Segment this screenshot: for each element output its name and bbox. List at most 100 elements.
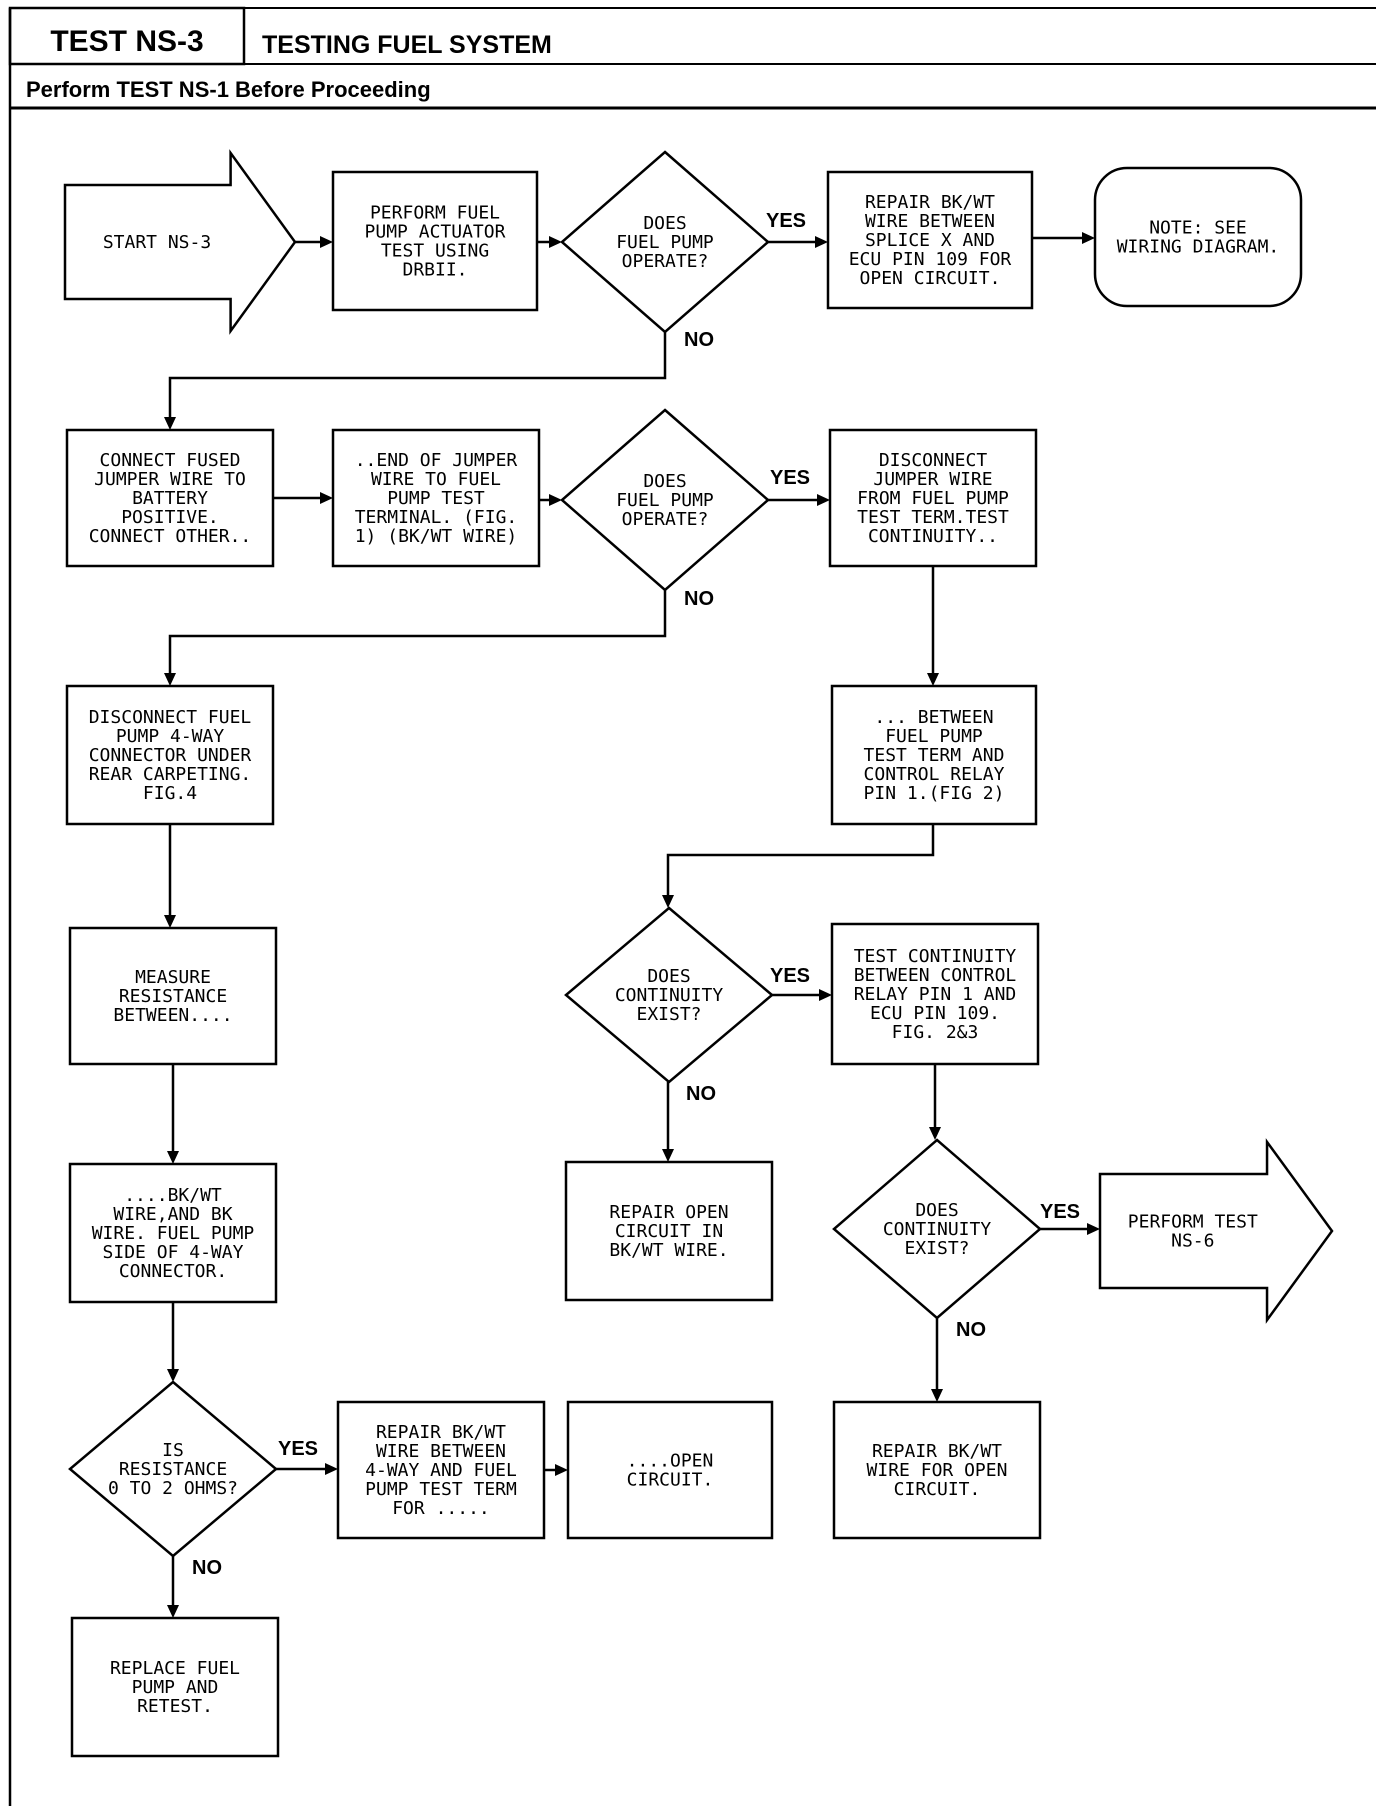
test-id: TEST NS-3 bbox=[50, 25, 203, 58]
connector-line bbox=[168, 590, 667, 675]
connector-arrowhead bbox=[164, 673, 176, 686]
connector-test-continuity-to-decision-continuity-2 bbox=[929, 1064, 941, 1140]
node-text-line: PIN 1.(FIG 2) bbox=[864, 783, 1005, 804]
node-text-line: BK/WT WIRE. bbox=[609, 1240, 728, 1261]
node-text-line: CONTINUITY bbox=[615, 985, 724, 1006]
node-text-line: FROM FUEL PUMP bbox=[857, 488, 1009, 509]
process-box bbox=[826, 170, 1034, 310]
node-text-line: BETWEEN CONTROL bbox=[854, 965, 1017, 986]
connector-arrowhead bbox=[927, 673, 939, 686]
node-text-line: REPAIR OPEN bbox=[609, 1202, 728, 1223]
connector-connect-fused-to-end-jumper bbox=[273, 492, 333, 504]
connector-arrowhead bbox=[819, 989, 832, 1001]
node-text-line: CONNECTOR. bbox=[119, 1261, 227, 1282]
process-box bbox=[828, 428, 1038, 568]
connector-arrowhead bbox=[320, 236, 333, 248]
process-box bbox=[68, 926, 278, 1066]
node-text-line: START NS-3 bbox=[103, 232, 211, 253]
node-text-line: EXIST? bbox=[636, 1004, 701, 1025]
decision-diamond bbox=[564, 906, 774, 1084]
connector-arrowhead bbox=[164, 417, 176, 430]
connector-start-to-actuator bbox=[295, 236, 333, 248]
process-box bbox=[331, 170, 539, 312]
connector-decision-resistance-no bbox=[167, 1556, 179, 1618]
node-text-line: PUMP 4-WAY bbox=[116, 726, 225, 747]
node-text-line: TEST USING bbox=[381, 241, 489, 262]
connector-end-jumper-to-decision-2 bbox=[539, 494, 562, 506]
node-text-line: OPERATE? bbox=[622, 251, 709, 272]
node-text-line: ....OPEN bbox=[627, 1451, 714, 1472]
yes-label-resistance: YES bbox=[278, 1438, 318, 1460]
connector-arrowhead bbox=[1082, 232, 1095, 244]
node-text-line: FIG.4 bbox=[143, 783, 197, 804]
node-start: START NS-3 bbox=[63, 149, 297, 335]
node-text-line: 1) (BK/WT WIRE) bbox=[355, 526, 518, 547]
node-text-line: DISCONNECT bbox=[879, 450, 988, 471]
node-text-line: CONNECT FUSED bbox=[100, 450, 241, 471]
node-text-line: CIRCUIT IN bbox=[615, 1221, 723, 1242]
process-box bbox=[832, 1400, 1042, 1540]
node-text-line: ECU PIN 109 FOR bbox=[849, 249, 1012, 270]
node-text-line: TEST TERM.TEST bbox=[857, 507, 1009, 528]
node-text-line: WIRE BETWEEN bbox=[865, 211, 995, 232]
connector-disconnect-connector-to-measure bbox=[164, 824, 176, 928]
process-box bbox=[70, 1616, 280, 1758]
node-text-line: CONTROL RELAY bbox=[864, 764, 1005, 785]
connector-decision-resistance-yes bbox=[276, 1463, 338, 1475]
node-text-line: WIRE TO FUEL bbox=[371, 469, 501, 490]
connector-arrowhead bbox=[549, 236, 562, 248]
node-text-line: FUEL PUMP bbox=[616, 232, 714, 253]
connector-arrowhead bbox=[167, 1369, 179, 1382]
node-text-line: WIRE. FUEL PUMP bbox=[92, 1223, 255, 1244]
node-text-line: REPAIR BK/WT bbox=[865, 192, 995, 213]
node-text-line: DISCONNECT FUEL bbox=[89, 707, 252, 728]
node-text-line: RESISTANCE bbox=[119, 986, 227, 1007]
node-text-line: DOES bbox=[643, 213, 686, 234]
no-label-pump-1: NO bbox=[684, 329, 714, 351]
node-text-line: REPLACE FUEL bbox=[110, 1658, 240, 1679]
node-text-line: WIRE BETWEEN bbox=[376, 1441, 506, 1462]
process-box bbox=[830, 922, 1040, 1066]
node-text-line: CIRCUIT. bbox=[894, 1479, 981, 1500]
node-text-line: PUMP TEST bbox=[387, 488, 485, 509]
node-text-line: REAR CARPETING. bbox=[89, 764, 252, 785]
node-text-line: NS-6 bbox=[1171, 1231, 1214, 1252]
connector-layer bbox=[164, 232, 1100, 1618]
connector-arrowhead bbox=[167, 1605, 179, 1618]
node-text-line: JUMPER WIRE TO bbox=[94, 469, 246, 490]
connector-decision-2-no bbox=[164, 590, 667, 686]
node-text-line: REPAIR BK/WT bbox=[872, 1441, 1002, 1462]
node-text-line: FIG. 2&3 bbox=[892, 1022, 979, 1043]
connector-arrowhead bbox=[929, 1127, 941, 1140]
connector-decision-continuity-1-no bbox=[662, 1082, 674, 1162]
node-text-line: PUMP AND bbox=[132, 1677, 219, 1698]
connector-disconnect-jumper-to-between-relay bbox=[927, 566, 939, 686]
connector-decision-continuity-2-no bbox=[931, 1318, 943, 1402]
connector-decision-continuity-1-yes bbox=[772, 989, 832, 1001]
process-box bbox=[331, 428, 541, 568]
node-text-line: DOES bbox=[647, 966, 690, 987]
connector-arrowhead bbox=[164, 915, 176, 928]
process-box bbox=[65, 428, 275, 568]
node-text-line: PERFORM FUEL bbox=[370, 203, 500, 224]
node-text-line: WIRING DIAGRAM. bbox=[1117, 237, 1280, 258]
no-label-pump-2: NO bbox=[684, 588, 714, 610]
node-text-line: ECU PIN 109. bbox=[870, 1003, 1000, 1024]
prerequisite-note: Perform TEST NS-1 Before Proceeding bbox=[26, 77, 431, 102]
process-box bbox=[564, 1160, 774, 1302]
node-text-line: ... BETWEEN bbox=[874, 707, 993, 728]
no-label-continuity-2: NO bbox=[956, 1319, 986, 1341]
